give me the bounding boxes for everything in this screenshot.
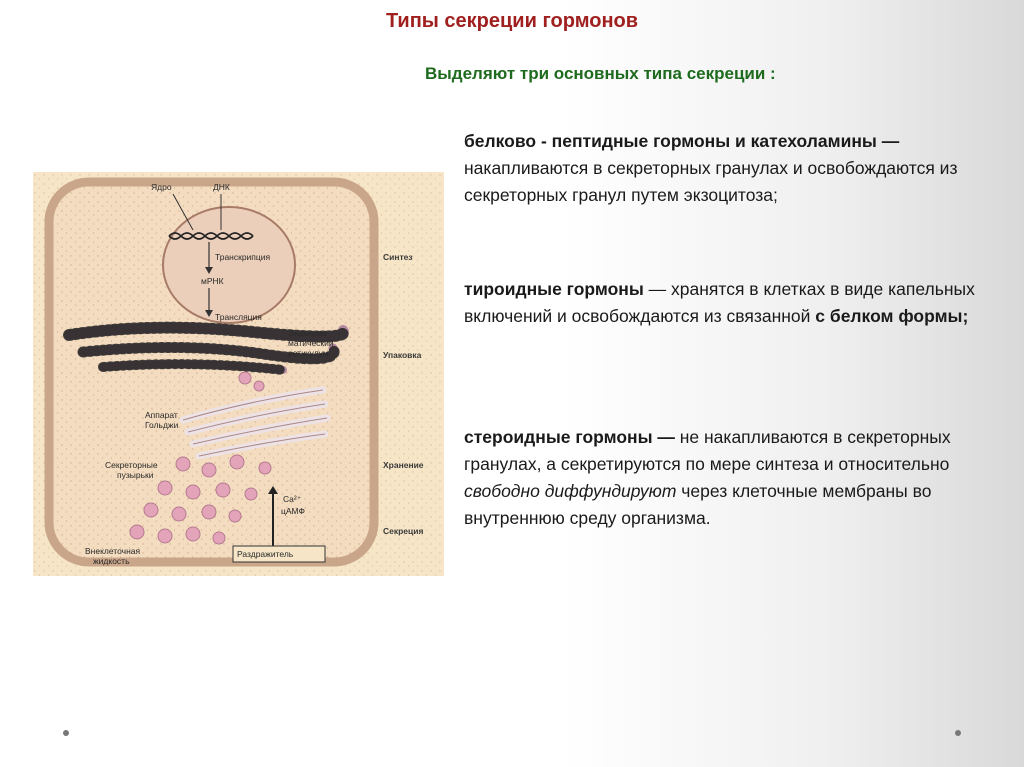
p2-bold: тироидные гормоны [464,279,644,299]
p3-text-2: через клеточные мембраны во внутреннюю с… [464,481,932,528]
label-er-3: ретикулум [288,348,329,358]
stage-secretion: Секреция [383,526,423,536]
label-nucleus: Ядро [151,182,172,192]
label-vesicles-1: Секреторные [105,460,158,470]
p1-text: накапливаются в секреторных гранулах и о… [464,158,958,205]
paragraph-thyroid-hormones: тироидные гормоны — хранятся в клетках в… [464,276,984,330]
dna-helix [168,232,254,240]
secretory-vesicles [129,371,272,545]
slide-title: Типы секреции гормонов [385,10,639,32]
label-vesicles-2: пузырьки [117,470,154,480]
label-stimulus: Раздражитель [237,549,294,559]
label-transcription: Транскрипция [215,252,271,262]
cell-diagram: Ядро ДНК Транскрипция мРНК Трансляция Эн… [33,172,444,576]
paragraph-peptide-hormones: белково - пептидные гормоны и катехолами… [464,128,984,209]
p3-bold: стероидные гормоны — [464,427,675,447]
hormone-secretion-figure: Ядро ДНК Транскрипция мРНК Трансляция Эн… [33,172,444,576]
label-er-2: матический [288,338,334,348]
label-golgi-2: Гольджи [145,420,179,430]
label-extracellular-2: жидкость [93,556,130,566]
stimulus-box [232,545,326,563]
p3-italic: свободно диффундируют [464,481,677,501]
nucleus [162,206,296,324]
label-ca: Ca²⁺ [283,494,302,504]
label-extracellular-1: Внеклеточная [85,546,140,556]
p3-text-1: не накапливаются в секреторных гранулах,… [464,427,951,474]
label-dna: ДНК [213,182,230,192]
label-translation: Трансляция [215,312,262,322]
p2-text: — хранятся в клетках в виде капельных вк… [464,279,975,326]
label-golgi-1: Аппарат [145,410,178,420]
label-mrna: мРНК [201,276,224,286]
slide-corner-dot-left [63,730,69,736]
stage-synthesis: Синтез [383,252,413,262]
slide-corner-dot-right [955,730,961,736]
golgi-apparatus [179,386,331,460]
p2-bold-end: с белком формы; [815,306,969,326]
paragraph-steroid-hormones: стероидные гормоны — не накапливаются в … [464,424,984,532]
label-er-1: Эндоплаз- [288,328,330,338]
label-camp: цАМФ [281,506,305,516]
stage-storage: Хранение [383,460,424,470]
slide-subtitle: Выделяют три основных типа секреции : [425,64,776,83]
stage-packaging: Упаковка [383,350,422,360]
p1-bold: белково - пептидные гормоны и катехолами… [464,131,900,151]
